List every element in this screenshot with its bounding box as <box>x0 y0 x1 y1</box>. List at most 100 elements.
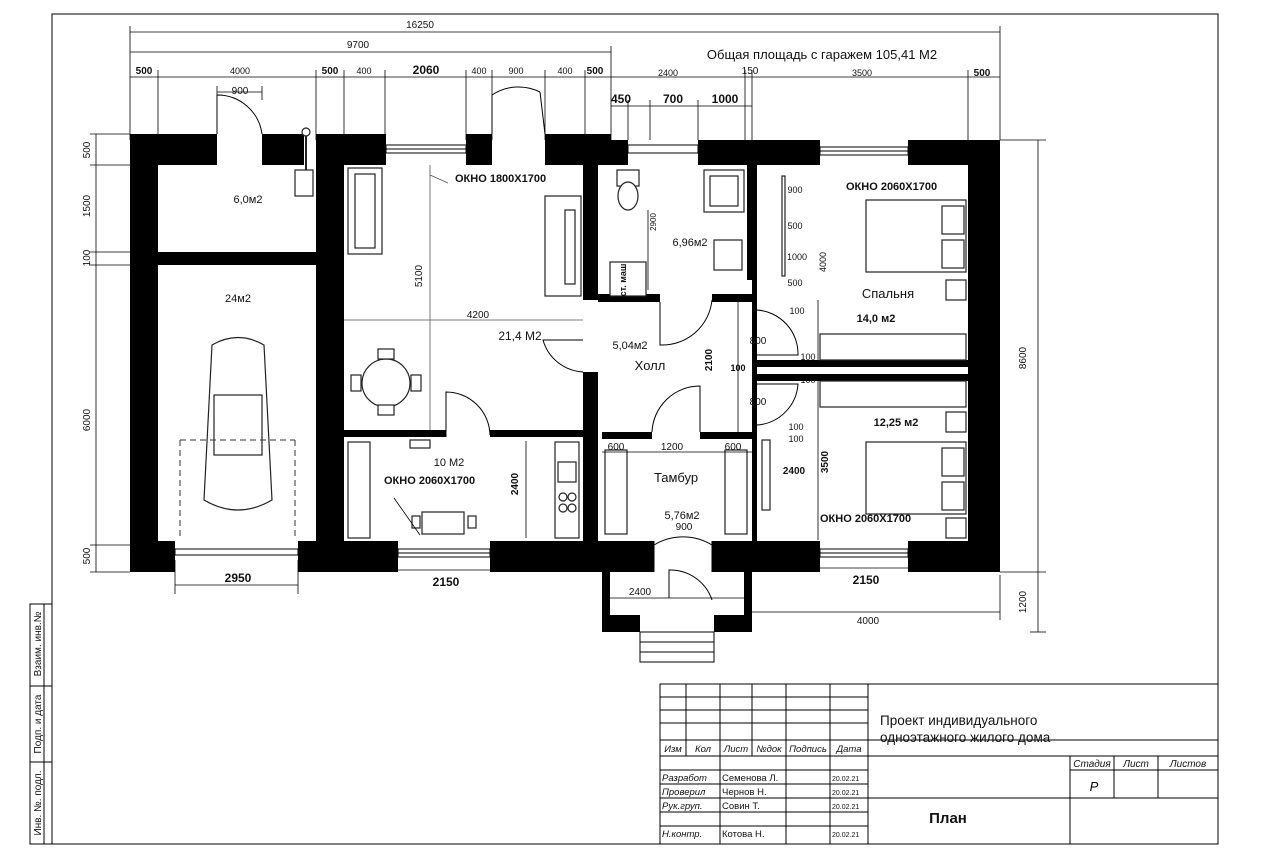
stamp-role: Разработ <box>662 773 707 784</box>
room-garage-area: 24м2 <box>225 293 251 305</box>
svg-text:900: 900 <box>787 185 802 195</box>
svg-text:500: 500 <box>787 221 802 231</box>
stamp-date: 20.02.21 <box>832 776 859 783</box>
stamp-person: Совин Т. <box>722 801 760 812</box>
window-openings <box>174 144 909 558</box>
svg-text:2400: 2400 <box>658 68 678 78</box>
doors <box>216 86 799 601</box>
svg-text:9700: 9700 <box>347 40 370 51</box>
window-label-bedroom-1: ОКНО 2060Х1700 <box>846 181 937 193</box>
room-labels: 6,0м2 24м2 21,4 М2 6,96м2 ст. маш 5,04м2… <box>225 194 918 522</box>
svg-text:16250: 16250 <box>406 20 434 31</box>
svg-text:700: 700 <box>663 92 683 106</box>
svg-text:3500: 3500 <box>820 450 831 473</box>
room-kitchen-area: 10 М2 <box>434 457 465 469</box>
stamp-col-date: Дата <box>835 744 861 755</box>
svg-text:4200: 4200 <box>467 310 490 321</box>
svg-text:900: 900 <box>676 522 693 533</box>
svg-text:100: 100 <box>730 363 745 373</box>
svg-text:400: 400 <box>471 66 486 76</box>
svg-text:500: 500 <box>787 278 802 288</box>
room-vestibule-area: 5,76м2 <box>664 510 699 522</box>
walls <box>130 134 1000 632</box>
stage-value: Р <box>1090 779 1099 794</box>
project-title: Проект индивидуального одноэтажного жило… <box>880 713 1051 745</box>
room-bedroom-1-area: 14,0 м2 <box>857 313 896 325</box>
window-label-bedroom-2: ОКНО 2060Х1700 <box>820 513 911 525</box>
sheet-header: Лист <box>1122 759 1149 770</box>
room-storage-area: 6,0м2 <box>234 194 263 206</box>
side-stamp-signature: Подп. и дата <box>33 694 44 753</box>
furniture <box>179 127 967 540</box>
sheet-frame <box>51 13 1219 845</box>
svg-text:2060: 2060 <box>413 63 440 77</box>
stamp-role: Проверил <box>662 787 706 798</box>
svg-text:2100: 2100 <box>704 348 715 371</box>
room-bedroom-2-area: 12,25 м2 <box>874 417 919 429</box>
svg-text:2150: 2150 <box>853 573 880 587</box>
side-stamp-exchange: Взаим. инв.№ <box>33 611 44 676</box>
svg-text:800: 800 <box>750 336 767 347</box>
svg-text:450: 450 <box>611 92 631 106</box>
svg-text:5100: 5100 <box>414 264 425 287</box>
svg-text:100: 100 <box>788 434 803 444</box>
stamp-col-izm: Изм <box>664 744 682 755</box>
svg-text:4000: 4000 <box>230 66 250 76</box>
svg-text:500: 500 <box>82 547 93 564</box>
svg-text:500: 500 <box>587 66 604 77</box>
svg-text:600: 600 <box>725 442 742 453</box>
room-laundry-label: ст. маш <box>618 264 628 297</box>
stamp-col-signature: Подпись <box>789 744 827 755</box>
stamp-role: Н.контр. <box>662 829 702 840</box>
sheet-name: План <box>929 810 967 827</box>
svg-text:1000: 1000 <box>712 92 739 106</box>
svg-text:500: 500 <box>136 66 153 77</box>
side-dimensions <box>90 133 1046 633</box>
room-living-area: 21,4 М2 <box>498 329 542 343</box>
porch-steps <box>639 631 715 663</box>
svg-text:2950: 2950 <box>225 571 252 585</box>
car-icon <box>179 336 296 540</box>
svg-text:2400: 2400 <box>510 472 521 495</box>
svg-text:2400: 2400 <box>783 466 806 477</box>
window-labels: ОКНО 1800Х1700 ОКНО 2060Х1700 ОКНО 2060Х… <box>384 173 937 525</box>
svg-text:900: 900 <box>232 86 249 97</box>
room-bedroom-name: Спальня <box>862 286 914 301</box>
svg-text:2400: 2400 <box>629 587 652 598</box>
total-area-label: Общая площадь с гаражем 105,41 М2 <box>707 47 937 62</box>
svg-text:100: 100 <box>789 306 804 316</box>
dimension-labels: 16250 9700 500 4000 500 400 2060 400 900… <box>82 20 1029 627</box>
svg-text:150: 150 <box>742 66 759 77</box>
svg-text:1000: 1000 <box>787 252 807 262</box>
room-hall-area: 5,04м2 <box>612 340 647 352</box>
svg-text:400: 400 <box>557 66 572 76</box>
svg-text:500: 500 <box>82 141 93 158</box>
svg-text:800: 800 <box>750 397 767 408</box>
sheets-header: Листов <box>1169 759 1206 770</box>
svg-text:1500: 1500 <box>82 194 93 217</box>
room-bath-area: 6,96м2 <box>672 237 707 249</box>
project-title-box: Проект индивидуального одноэтажного жило… <box>880 713 1051 745</box>
stamp-person: Чернов Н. <box>722 787 767 798</box>
svg-text:2150: 2150 <box>433 575 460 589</box>
stamp-date: 20.02.21 <box>832 804 859 811</box>
svg-text:4000: 4000 <box>818 252 828 272</box>
room-vestibule-name: Тамбур <box>654 470 698 485</box>
stamp-col-list: Лист <box>723 744 749 755</box>
title-block: Изм Кол Лист №док Подпись Дата Разработ … <box>659 683 1219 845</box>
svg-text:100: 100 <box>800 352 815 362</box>
svg-text:6000: 6000 <box>82 408 93 431</box>
stamp-date: 20.02.21 <box>832 832 859 839</box>
stamp-col-doc: №док <box>756 744 782 755</box>
svg-text:100: 100 <box>82 249 93 266</box>
stamp-person: Котова Н. <box>722 829 765 840</box>
svg-text:8600: 8600 <box>1018 346 1029 369</box>
stamp-person: Семенова Л. <box>722 773 778 784</box>
room-hall-name: Холл <box>635 358 666 373</box>
stamp-role: Рук.груп. <box>662 801 702 812</box>
window-label-living: ОКНО 1800Х1700 <box>455 173 546 185</box>
svg-text:4000: 4000 <box>857 616 880 627</box>
stamp-col-kol: Кол <box>695 744 712 755</box>
svg-text:500: 500 <box>322 66 339 77</box>
svg-text:1200: 1200 <box>1018 590 1029 613</box>
